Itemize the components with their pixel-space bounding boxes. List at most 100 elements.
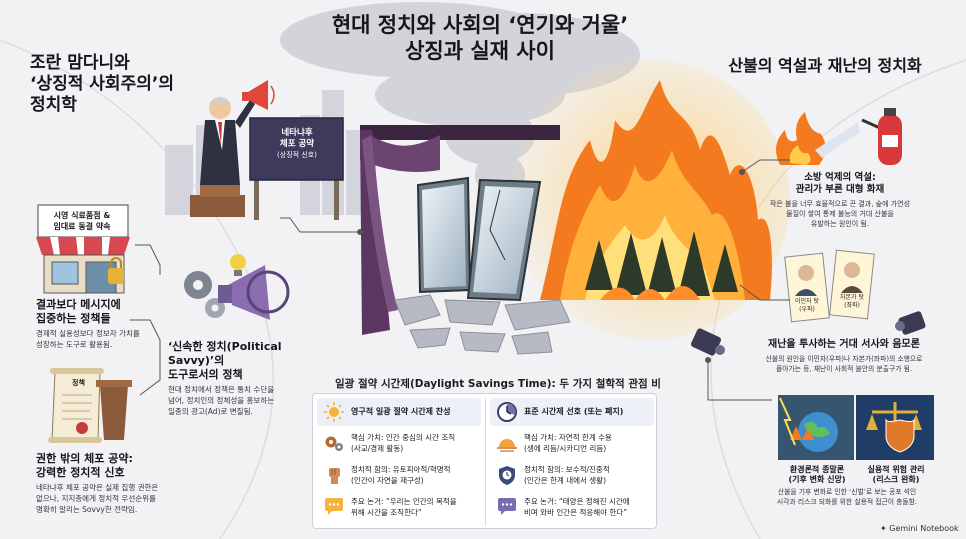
left-block2-desc-line3: 일종의 광고(Ad)로 변질됨.	[168, 407, 253, 416]
shop-sign-line2: 임대료 동결 약속	[53, 222, 111, 231]
row1-right-line1: 핵심 가치: 자연적 한계 수용	[524, 433, 612, 442]
left-block1-desc-line2: 성장하는 도구로 활용됨.	[36, 340, 113, 349]
main-title-line1: 현대 정치와 사회의 ‘연기와 거울’	[331, 13, 629, 37]
left-block3-title-line1: 권한 밖의 체포 공약:	[36, 452, 133, 465]
row3-left-line2: 위해 시간을 조직한다”	[351, 508, 422, 517]
cracked-ground	[394, 294, 571, 355]
campaign-sign-text: 네타냐후 체포 공약 (상징적 신호)	[257, 128, 337, 161]
right-block2-desc-line1: 산불의 원인을 이민자(우파)나 자본가(좌파)의 소행으로	[765, 355, 923, 363]
right-block-disaster-narratives: 재난을 투사하는 거대 서사와 음모론 산불의 원인을 이민자(우파)나 자본가…	[730, 338, 958, 374]
left-block2-desc-line2: 넘어, 정치인의 정체성을 홍보하는	[168, 396, 275, 405]
comparison-row2-right: 정치적 함의: 보수적/진중적 (인간은 한계 내에서 생활)	[490, 464, 654, 488]
right-block2-title: 재난을 투사하는 거대 서사와 음모론	[768, 339, 920, 350]
left-heading-line3: 정치학	[30, 95, 77, 115]
clock-icon	[497, 402, 517, 422]
portrait-right-caption: 자본가 탓 (좌파)	[836, 294, 868, 310]
comparison-right-header-text: 표준 시간제 선호 (또는 폐지)	[524, 407, 624, 416]
right-block1-desc-line3: 유발하는 원인이 됨.	[810, 220, 870, 228]
row3-left-line1: 주요 논거: “우리는 인간의 목적을	[351, 497, 457, 506]
left-block2-title-line1: ‘신속한 정치(Political Savvy)’의	[168, 340, 282, 367]
right-block3-desc: 산불을 기후 변화로 인한 ‘신벌’로 보는 공포 석인 시각과 리스크 되화를…	[735, 487, 959, 507]
sunrise-icon	[497, 439, 517, 452]
left-block3-desc-line1: 네타냐후 체포 공약은 실제 집행 권한은	[36, 483, 159, 492]
row2-left-line2: (인간이 자연을 재구성)	[351, 476, 424, 485]
risk-management-caption: 실용적 위험 관리 (리스크 완화)	[856, 465, 936, 485]
shop-sign-line1: 시영 식료품점 &	[53, 211, 111, 220]
left-block1-title-line2: 집중하는 정책들	[36, 312, 111, 325]
speech-bubble-icon	[498, 498, 516, 515]
brand-watermark: ✦ Gemini Notebook	[880, 524, 959, 533]
left-block2-desc-line1: 현대 정치에서 정책은 통치 수단을	[168, 385, 275, 394]
stage-curtain	[360, 125, 560, 335]
comparison-row3-right: 주요 논거: “태양은 정해진 시간에 비며 와바 인간은 적응해야 한다”	[490, 496, 654, 520]
right-section-heading: 산불의 역설과 재난의 정치화	[728, 56, 922, 75]
politician-figure	[190, 80, 275, 217]
row1-right-line2: (생에 리듬/시카디언 리듬)	[524, 444, 607, 453]
extinguisher-scene	[776, 108, 902, 165]
shop-sign-text: 시영 식료품점 & 임대료 동결 약속	[42, 210, 122, 232]
portrait-left-line1: 이민자 탓	[795, 298, 819, 305]
comparison-left-header-text: 영구적 일광 절약 시간제 찬성	[351, 407, 451, 416]
sun-icon	[324, 402, 344, 422]
sign-line2: 체포 공약	[279, 139, 315, 149]
right-block3-right-title-line1: 실용적 위험 관리	[867, 465, 925, 474]
campaign-sign-board	[249, 117, 344, 220]
portrait-right-line2: (좌파)	[844, 302, 860, 309]
right-block-suppression-paradox: 소방 억제의 역설: 관리가 부른 대형 화재 작은 불을 너무 효율적으로 끈…	[740, 172, 940, 229]
left-block3-desc-line3: 명확히 알리는 Sovvy한 전략임.	[36, 505, 138, 514]
left-block3-title-line2: 강력한 정치적 신호	[36, 466, 125, 479]
main-title: 현대 정치와 사회의 ‘연기와 거울’ 상징과 실재 사이	[300, 12, 660, 64]
row1-left-line2: (사교/경제 활동)	[351, 444, 404, 453]
policy-scroll-label: 정책	[72, 379, 85, 387]
comparison-row2-left: 정치적 함의: 유토피아적/혁명적 (인간이 자연을 재구성)	[317, 464, 481, 488]
right-block3-left-title-line1: 환경론적 종말론	[789, 465, 845, 474]
left-block3-desc-line2: 없으나, 지지층에게 정치적 우선순위를	[36, 494, 156, 503]
right-block1-title-line1: 소방 억제의 역설:	[804, 172, 876, 183]
right-block3-desc-line2: 시각과 리스크 되화를 위한 실용적 접근이 충돌함.	[776, 498, 918, 506]
grocery-shop	[36, 204, 130, 294]
policy-scroll-and-lectern	[48, 368, 132, 443]
right-block3-desc-line1: 산불을 기후 변화로 인한 ‘신벌’로 보는 공포 석인	[777, 488, 917, 496]
forest-fire	[540, 80, 772, 300]
brand-text: Gemini Notebook	[889, 524, 959, 533]
right-block2-desc-line2: 몰아가는 등, 재난이 사회적 불안의 분출구가 됨.	[775, 365, 913, 373]
row2-left-line1: 정치적 함의: 유토피아적/혁명적	[351, 465, 451, 474]
left-section-heading: 조란 맘다니와 ‘상징적 사회주의’의 정치학	[30, 53, 220, 116]
comparison-left-header: 영구적 일광 절약 시간제 찬성	[317, 398, 481, 426]
left-block-arrest-pledge: 권한 밖의 체포 공약: 강력한 정치적 신호 네타냐후 체포 공약은 실제 집…	[36, 452, 196, 515]
gears-megaphone-illustration	[184, 254, 290, 320]
left-block1-title-line1: 결과보다 메시지에	[36, 298, 121, 311]
right-block1-desc-line2: 물질이 쌓여 통제 불능의 거대 산불을	[786, 210, 894, 218]
blame-portraits	[784, 249, 875, 323]
right-block3-left-title-line2: (기후 변화 신앙)	[788, 475, 846, 484]
climate-apocalypse-caption: 환경론적 종말론 (기후 변화 신앙)	[778, 465, 856, 485]
speech-bubble-icon	[325, 498, 343, 515]
projectors	[690, 311, 926, 356]
portrait-right-line1: 자본가 탓	[840, 294, 864, 301]
left-block1-desc-line1: 경제적 실용성보다 정보자 가치를	[36, 329, 140, 338]
row3-right-line1: 주요 논거: “태양은 정해진 시간에	[524, 497, 630, 506]
sparkle-icon: ✦	[880, 524, 887, 533]
shield-clock-icon	[499, 466, 515, 485]
right-block3-right-title-line2: (리스크 완화)	[872, 475, 920, 484]
left-block-messaging: 결과보다 메시지에 집중하는 정책들 경제적 실용성보다 정보자 가치를 성장하…	[36, 298, 186, 350]
left-heading-line2: ‘상징적 사회주의’의	[30, 74, 174, 94]
connector-lines	[130, 159, 790, 401]
comparison-row1-right: 핵심 가치: 자연적 한계 수용 (생에 리듬/시카디언 리듬)	[490, 432, 654, 456]
comparison-right-header: 표준 시간제 선호 (또는 폐지)	[490, 398, 654, 426]
left-heading-line1: 조란 맘다니와	[30, 53, 130, 73]
gears-icon	[325, 436, 343, 451]
left-block-political-savvy: ‘신속한 정치(Political Savvy)’의 도구로서의 정책 현대 정…	[168, 340, 328, 417]
comparison-divider	[485, 398, 486, 526]
portrait-left-caption: 이민자 탓 (우파)	[791, 298, 823, 314]
main-title-line2: 상징과 실재 사이	[405, 39, 555, 63]
sign-line1: 네타냐후	[281, 128, 313, 138]
climate-vs-risk-illustration	[778, 395, 934, 460]
row3-right-line2: 비며 와바 인간은 적응해야 한다”	[524, 508, 628, 517]
right-block1-title-line2: 관리가 부른 대형 화재	[795, 184, 885, 195]
comparison-table: 영구적 일광 절약 시간제 찬성 표준 시간제 선호 (또는 폐지) 핵심 가치…	[312, 393, 657, 529]
row2-right-line2: (인간은 한계 내에서 생활)	[524, 476, 607, 485]
broken-mirrors	[416, 176, 542, 302]
raised-fist-icon	[329, 468, 340, 484]
